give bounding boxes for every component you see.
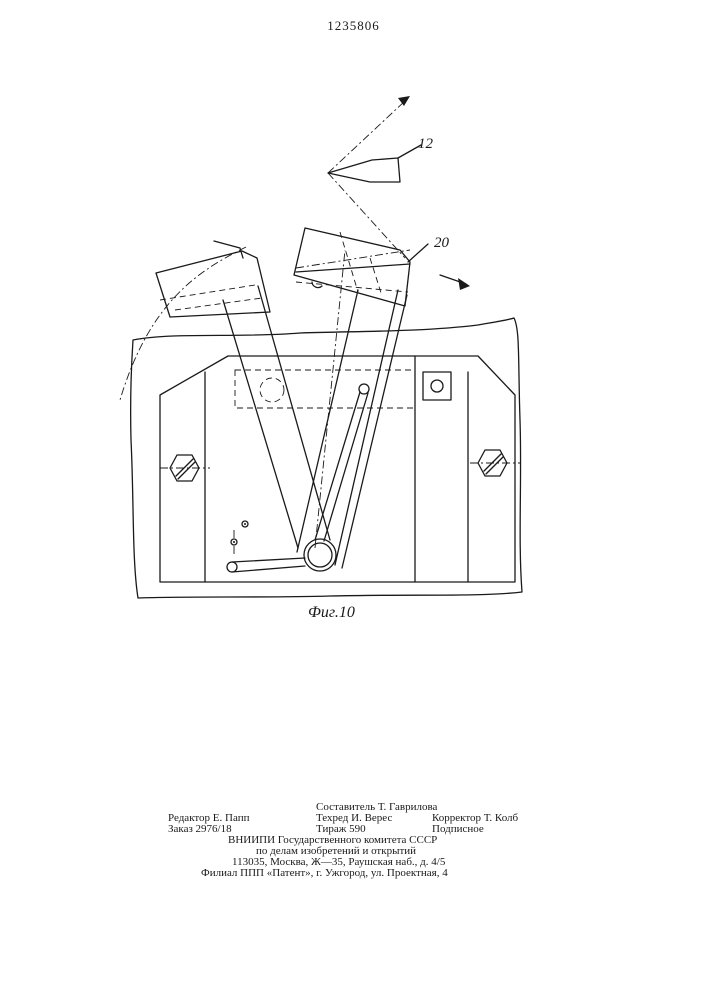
imprint-subscription: Подписное	[432, 823, 484, 835]
square-nut	[423, 372, 451, 400]
right-head	[294, 228, 410, 306]
imprint-branch: Филиал ППП «Патент», г. Ужгород, ул. Про…	[201, 867, 448, 879]
label-20: 20	[434, 235, 450, 251]
label-12: 12	[418, 136, 434, 152]
section-outline	[131, 318, 522, 598]
cutter-12	[328, 158, 400, 182]
pivot	[304, 539, 336, 571]
figure-caption: Фиг.10	[308, 604, 355, 622]
imprint-order: Заказ 2976/18	[168, 823, 232, 835]
base-block	[160, 356, 515, 582]
technical-drawing: 12 20	[0, 0, 707, 640]
